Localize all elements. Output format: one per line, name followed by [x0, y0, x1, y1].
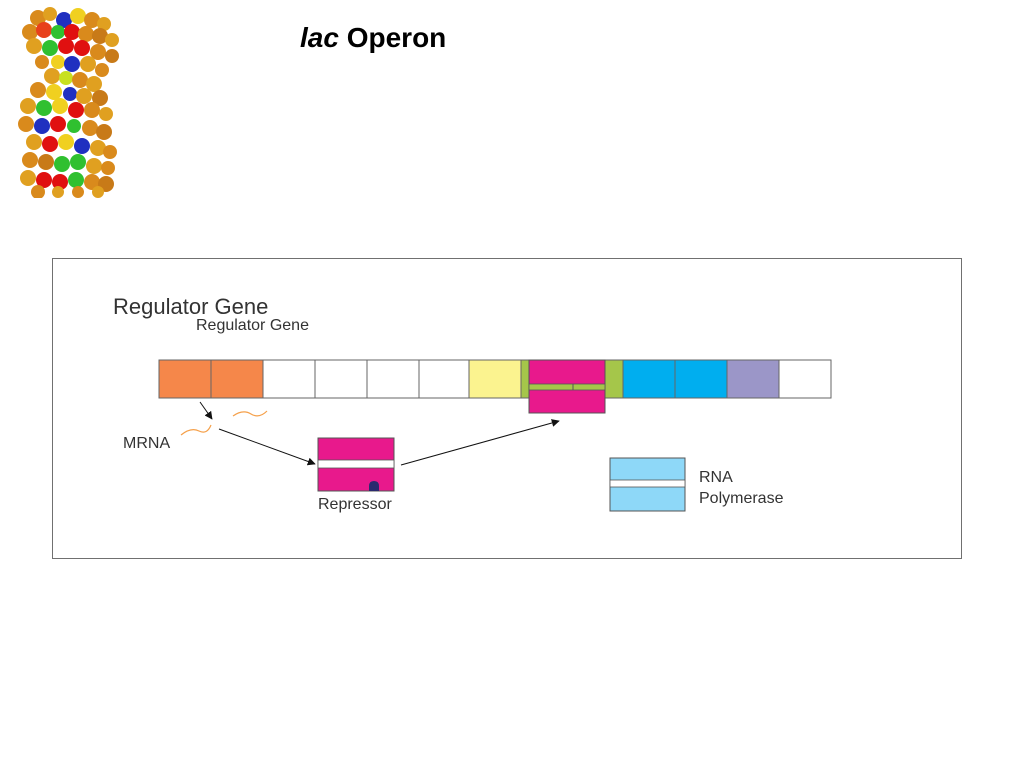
- regulator-gene-segment-1: [158, 359, 212, 399]
- repressor-label: Repressor: [318, 496, 392, 513]
- dna-strand: [158, 359, 832, 399]
- structural-gene-z-segment: [622, 359, 676, 399]
- mrna-strand-1: [232, 410, 268, 417]
- spacer-segment-3: [366, 359, 420, 399]
- structural-gene-y-segment: [674, 359, 728, 399]
- translation-arrow: [218, 428, 316, 466]
- mrna-strand-2: [180, 424, 212, 436]
- bound-repressor: [528, 359, 606, 414]
- repressor-protein: [317, 437, 395, 492]
- lac-operon-diagram: Regulator Gene Regulator Gene MRNA: [113, 294, 832, 513]
- transcription-arrow: [199, 401, 213, 420]
- regulator-gene-segment-2: [210, 359, 264, 399]
- regulator-gene-heading: Regulator Gene: [113, 294, 268, 319]
- rna-polymerase-label-line2: Polymerase: [699, 490, 784, 507]
- lac-operon-diagram-frame: Regulator Gene Regulator Gene MRNA: [52, 258, 962, 559]
- slide-title: lac Operon: [300, 22, 446, 54]
- repressor-binding-arrow: [400, 419, 560, 466]
- regulator-gene-subheading: Regulator Gene: [196, 317, 309, 334]
- spacer-segment-1: [262, 359, 316, 399]
- dna-helix-image: [18, 7, 119, 198]
- structural-gene-a-segment: [726, 359, 780, 399]
- spacer-segment-4: [418, 359, 470, 399]
- slide-title-rest: Operon: [346, 22, 447, 53]
- end-segment: [778, 359, 832, 399]
- dna-helix-atoms: [18, 7, 119, 198]
- rna-polymerase-label-line1: RNA: [699, 469, 733, 486]
- slide-title-italic: lac: [300, 22, 339, 53]
- spacer-segment-2: [314, 359, 368, 399]
- promoter-segment: [468, 359, 522, 399]
- rna-polymerase: [609, 457, 686, 512]
- mrna-label: MRNA: [123, 435, 170, 452]
